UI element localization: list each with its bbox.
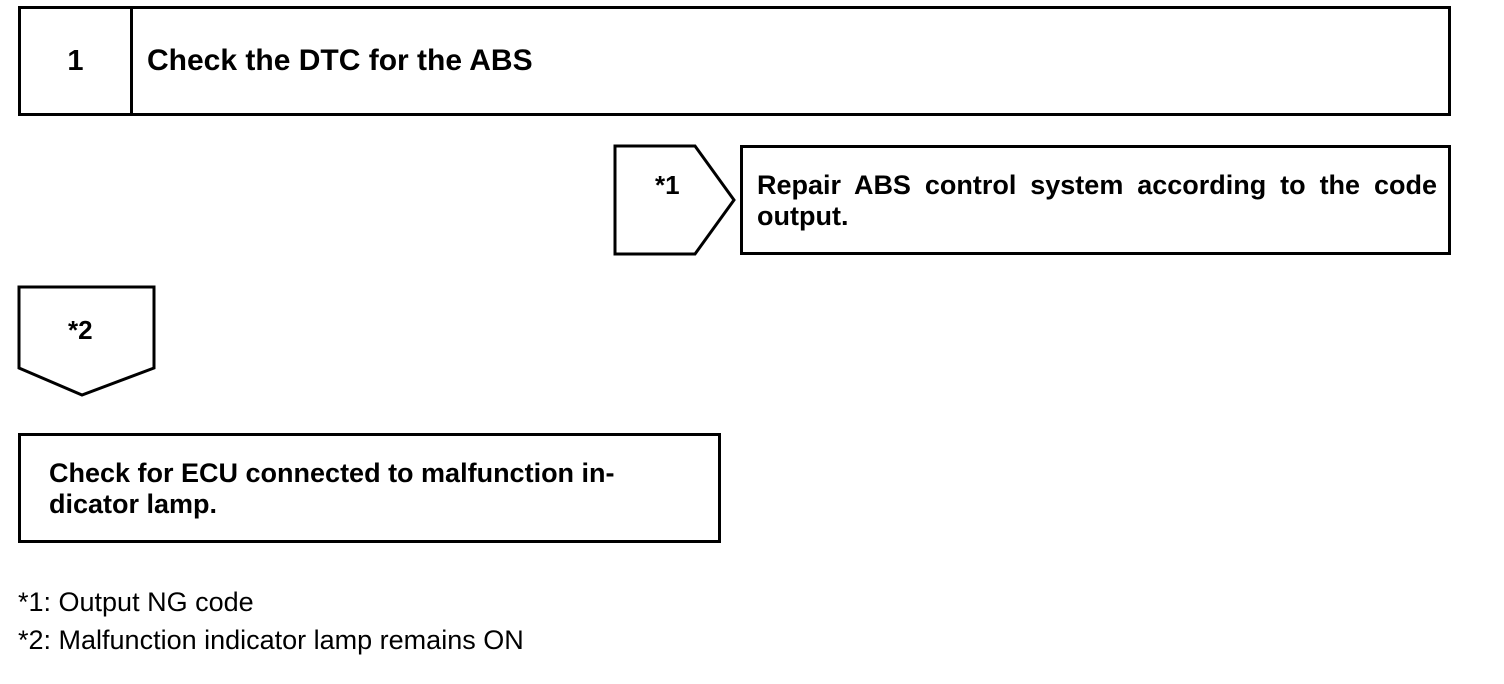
step-title: Check the DTC for the ABS bbox=[147, 44, 533, 77]
result-text-repair: Repair ABS control system according to t… bbox=[757, 170, 1437, 231]
branch-label-2: *2 bbox=[68, 315, 93, 345]
legend-item-2: *2: Malfunction indicator lamp remains O… bbox=[18, 625, 524, 655]
right-arrow-shape bbox=[613, 144, 736, 256]
result-text-ecu-check-line-2: dicator lamp. bbox=[49, 489, 218, 519]
legend-item-1: *1: Output NG code bbox=[18, 587, 254, 617]
down-arrow-shape bbox=[17, 285, 156, 397]
result-text-ecu-check: Check for ECU connected to malfunction i… bbox=[49, 458, 698, 520]
step-number: 1 bbox=[21, 9, 133, 113]
result-text-ecu-check-line-1: Check for ECU connected to malfunction i… bbox=[49, 458, 615, 488]
result-box-repair: Repair ABS control system according to t… bbox=[740, 145, 1451, 255]
result-box-ecu-check: Check for ECU connected to malfunction i… bbox=[18, 433, 721, 543]
step-box: 1 Check the DTC for the ABS bbox=[18, 6, 1451, 116]
branch-label-1: *1 bbox=[655, 170, 680, 200]
